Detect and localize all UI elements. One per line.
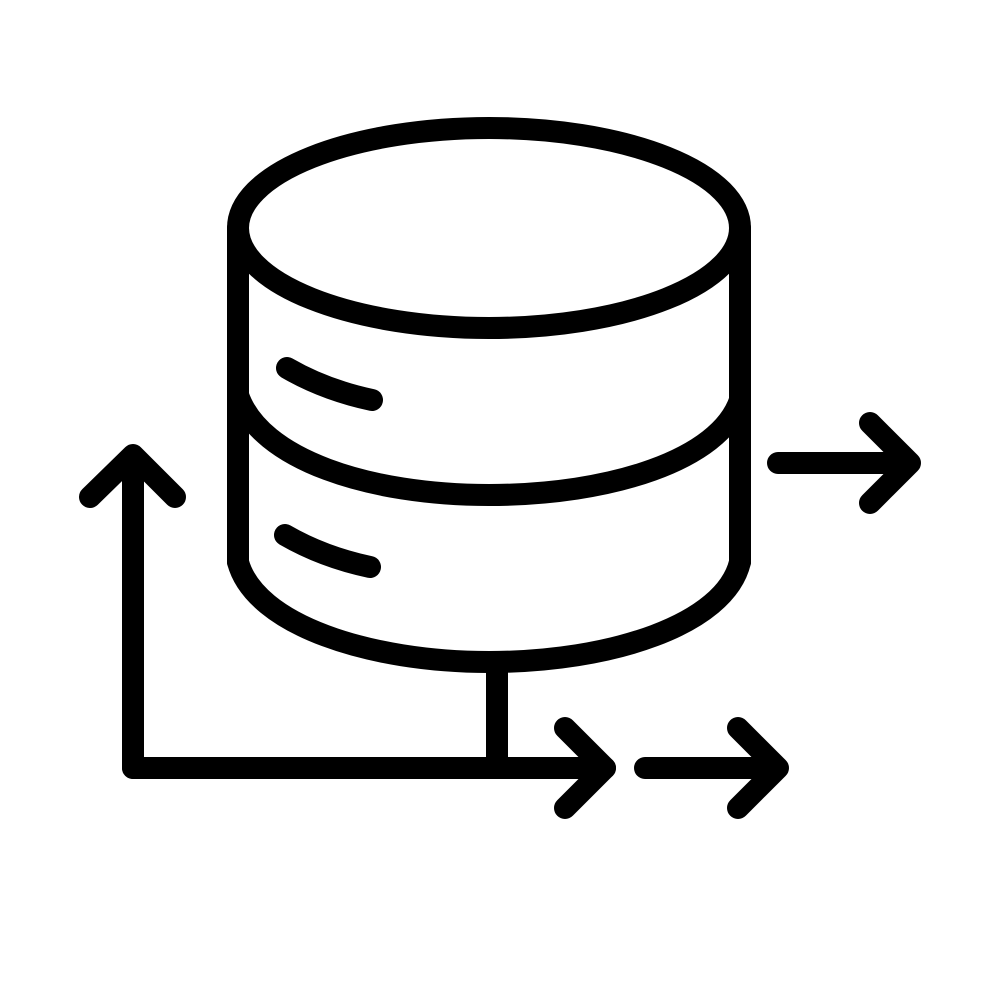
database-dash-upper xyxy=(276,357,383,411)
arrow-right-second-icon xyxy=(634,717,789,819)
database-dash-lower xyxy=(274,524,381,578)
database-middle-band xyxy=(227,384,751,506)
flow-lines xyxy=(79,412,921,819)
arrow-up-icon xyxy=(79,444,186,779)
arrow-right-bottom-icon xyxy=(554,717,616,819)
arrow-right-top-icon xyxy=(767,412,921,514)
database-icon xyxy=(227,117,751,673)
